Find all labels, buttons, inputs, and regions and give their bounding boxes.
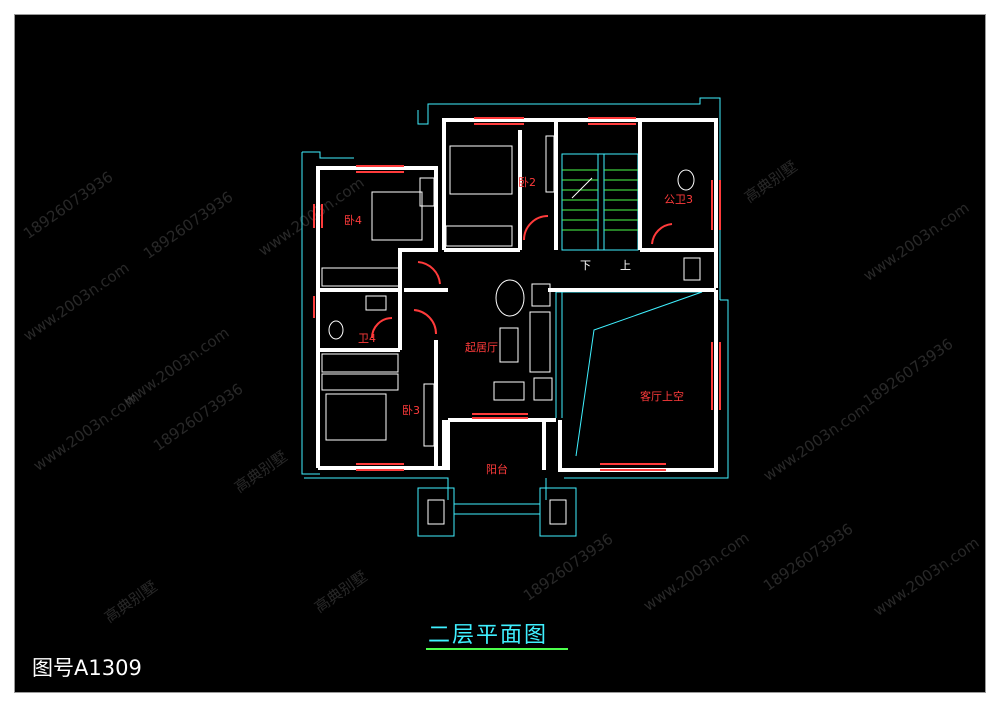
stair-treads — [562, 169, 638, 231]
furniture — [321, 135, 701, 525]
room-label-bedroom4: 卧4 — [344, 214, 362, 227]
room-label-bedroom3: 卧3 — [402, 404, 420, 417]
room-label-living: 起居厅 — [465, 341, 498, 354]
room-label-balcony: 阳台 — [486, 462, 508, 476]
stair-up-label: 上 — [620, 259, 631, 272]
outline-lines — [301, 97, 729, 537]
plan-title-underline — [426, 648, 568, 650]
walls — [316, 118, 718, 472]
plan-title: 二层平面图 — [428, 623, 549, 648]
room-label-void: 客厅上空 — [640, 389, 684, 403]
drawing-number: 图号A1309 — [32, 656, 142, 680]
room-label-bedroom2: 卧2 — [518, 176, 536, 189]
windows — [313, 117, 721, 471]
room-label-bath4: 卫4 — [358, 332, 376, 345]
stair-down-label: 下 — [580, 259, 591, 272]
room-label-public-bath3: 公卫3 — [664, 193, 693, 206]
